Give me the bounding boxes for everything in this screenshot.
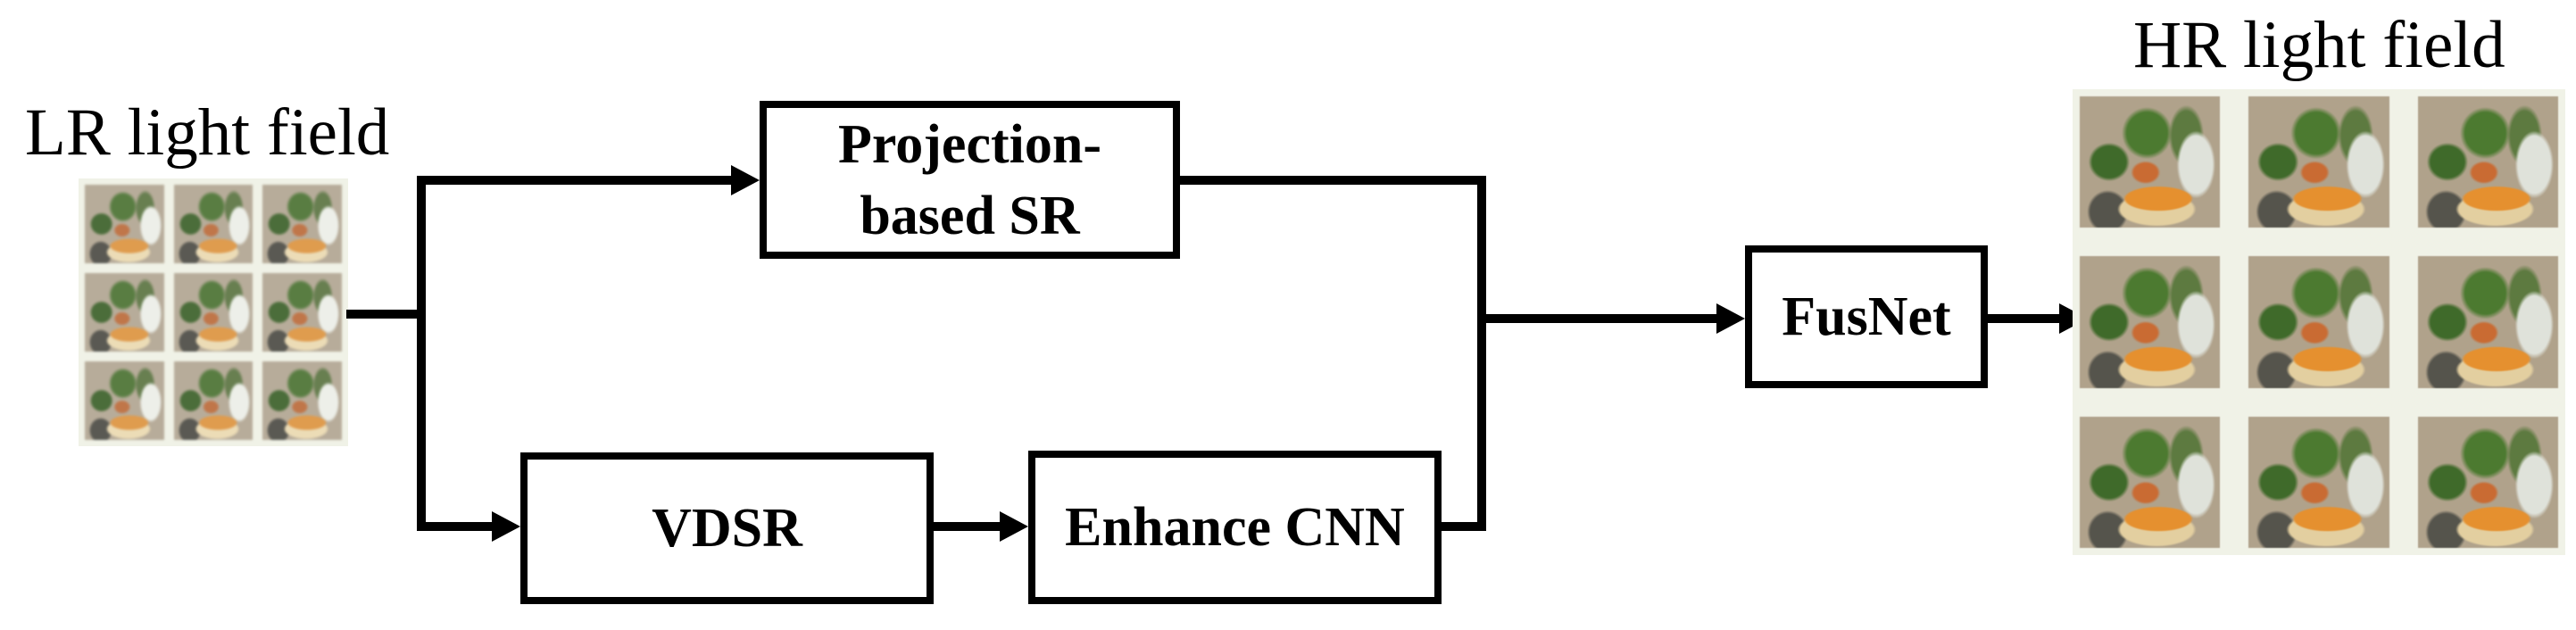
light-field-view-thumbnail (2417, 256, 2558, 388)
connector-projection-out (1180, 176, 1486, 185)
light-field-view-thumbnail (85, 273, 164, 352)
arrowhead-icon (1716, 303, 1745, 334)
light-field-view-thumbnail (173, 361, 253, 440)
light-field-view-thumbnail (262, 361, 342, 440)
light-field-view-thumbnail (2080, 256, 2221, 388)
hr-light-field-grid (2073, 89, 2565, 555)
arrowhead-icon (731, 165, 760, 195)
node-fusnet: FusNet (1745, 245, 1988, 388)
light-field-view-thumbnail (2248, 96, 2389, 228)
connector-bottom-branch (417, 522, 495, 531)
light-field-view-thumbnail (173, 273, 253, 352)
light-field-view-thumbnail (262, 185, 342, 263)
light-field-view-thumbnail (2080, 96, 2221, 228)
lr-light-field-label: LR light field (25, 95, 390, 170)
light-field-view-thumbnail (85, 361, 164, 440)
node-projection-based-sr: Projection- based SR (760, 101, 1180, 259)
connector-vdsr-to-enhance (934, 522, 1000, 531)
node-enhance-cnn: Enhance CNN (1028, 451, 1442, 604)
lr-light-field-grid (79, 178, 348, 446)
light-field-view-thumbnail (2080, 416, 2221, 548)
arrowhead-icon (1000, 511, 1028, 542)
node-label: based SR (860, 185, 1080, 246)
light-field-view-thumbnail (2248, 256, 2389, 388)
light-field-view-thumbnail (2417, 416, 2558, 548)
node-label: VDSR (652, 498, 802, 559)
light-field-view-thumbnail (85, 185, 164, 263)
node-vdsr: VDSR (520, 452, 934, 604)
connector-merge-vertical (1477, 176, 1486, 531)
light-field-view-thumbnail (173, 185, 253, 263)
node-label: Enhance CNN (1065, 497, 1405, 558)
light-field-view-thumbnail (262, 273, 342, 352)
connector-branch-vertical (417, 176, 426, 531)
connector-fusnet-out (1988, 314, 2061, 323)
hr-light-field-label: HR light field (2133, 8, 2505, 82)
connector-merge-to-fusnet (1477, 314, 1720, 323)
connector-enhance-out (1442, 522, 1486, 531)
connector-lr-out (346, 310, 426, 319)
arrowhead-icon (492, 511, 520, 542)
node-label: FusNet (1782, 286, 1951, 347)
light-field-view-thumbnail (2417, 96, 2558, 228)
light-field-view-thumbnail (2248, 416, 2389, 548)
node-label: Projection- (838, 113, 1101, 175)
connector-top-branch (417, 176, 731, 185)
